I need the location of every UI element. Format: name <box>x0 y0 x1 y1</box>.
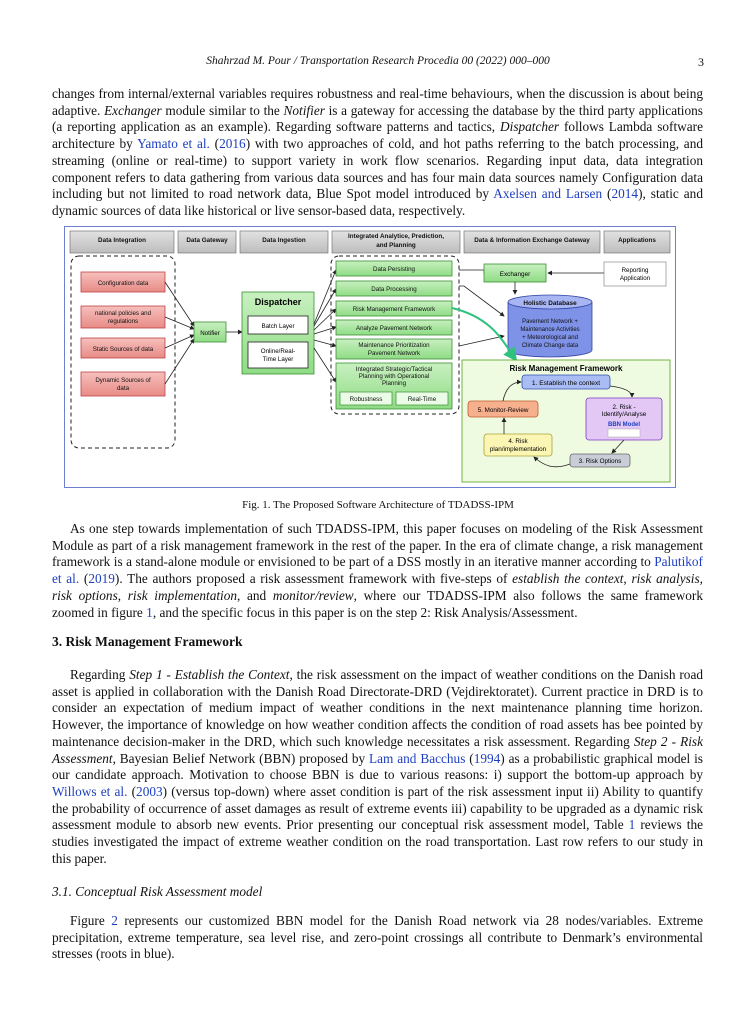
citation-link[interactable]: Axelsen and Larsen <box>493 186 603 202</box>
citation-link[interactable]: Willows et al. <box>52 783 128 799</box>
holistic-database: Holistic Database Pavement Network + Mai… <box>507 294 593 358</box>
svg-text:BBN Model: BBN Model <box>608 422 640 428</box>
svg-text:Risk Management Framework: Risk Management Framework <box>353 306 436 313</box>
svg-text:Static Sources of data: Static Sources of data <box>93 346 154 353</box>
running-header: Shahrzad M. Pour / Transportation Resear… <box>0 55 756 71</box>
column-header: Applications <box>618 237 656 244</box>
architecture-figure: Data Integration Data Gateway Data Inges… <box>64 226 676 488</box>
svg-text:Online/Real-: Online/Real- <box>261 348 295 355</box>
svg-text:Risk Management Framework: Risk Management Framework <box>510 364 623 373</box>
svg-text:Integrated Strategic/Tactical: Integrated Strategic/Tactical <box>356 366 432 373</box>
citation-link[interactable]: 1994 <box>473 750 501 766</box>
table-link[interactable]: 1 <box>628 817 636 833</box>
analytics-maintenance-prioritization <box>335 338 453 360</box>
svg-text:Maintenance Activities: Maintenance Activities <box>520 327 579 333</box>
realtime-box <box>395 391 449 406</box>
page-number: 3 <box>698 55 704 69</box>
figure-caption: Fig. 1. The Proposed Software Architectu… <box>242 499 514 511</box>
svg-text:Real-Time: Real-Time <box>408 396 437 403</box>
citation-link[interactable]: 2019 <box>88 571 115 587</box>
svg-text:Exchanger: Exchanger <box>500 271 531 278</box>
analytics-data-persisting <box>335 260 453 277</box>
column-header: and Planning <box>376 242 416 249</box>
citation-link[interactable]: Yamato et al. <box>137 136 210 152</box>
svg-text:plan/implementation: plan/implementation <box>490 446 547 453</box>
data-source-dynamic <box>80 371 166 397</box>
svg-text:Dispatcher: Dispatcher <box>255 297 302 307</box>
citation-link[interactable]: 2003 <box>136 783 163 799</box>
svg-text:Dynamic Sources of: Dynamic Sources of <box>95 377 151 384</box>
svg-text:Batch Layer: Batch Layer <box>261 323 294 330</box>
svg-text:Application: Application <box>620 275 651 282</box>
svg-text:Climate Change data: Climate Change data <box>522 343 579 349</box>
column-header: Data & Information Exchange Gateway <box>474 237 590 244</box>
svg-text:Notifier: Notifier <box>200 330 220 337</box>
citation-link[interactable]: 2016 <box>219 136 246 152</box>
svg-text:Configuration data: Configuration data <box>98 280 149 287</box>
rmf-step-3 <box>569 453 631 468</box>
analytics-data-processing <box>335 280 453 297</box>
svg-text:4. Risk: 4. Risk <box>508 438 528 445</box>
robustness-box <box>339 391 393 406</box>
data-integration-group <box>70 255 176 449</box>
analytics-analyze-pavement <box>335 319 453 336</box>
column-header: Data Gateway <box>186 237 228 244</box>
svg-text:Planning: Planning <box>382 380 407 387</box>
svg-text:2. Risk -: 2. Risk - <box>612 404 635 411</box>
svg-text:Reporting: Reporting <box>622 267 649 274</box>
svg-text:5. Monitor-Review: 5. Monitor-Review <box>478 407 529 414</box>
svg-text:Maintenance Prioritization: Maintenance Prioritization <box>358 342 430 349</box>
paragraph-step-context: Regarding Step 1 - Establish the Context… <box>52 667 703 866</box>
citation-link[interactable]: Lam and Bacchus <box>369 750 466 766</box>
svg-text:regulations: regulations <box>108 318 138 325</box>
batch-layer-box <box>247 315 309 335</box>
running-title: Shahrzad M. Pour / Transportation Resear… <box>206 55 550 67</box>
subsection-heading: 3.1. Conceptual Risk Assessment model <box>52 884 263 899</box>
svg-text:1. Establish the context: 1. Establish the context <box>532 380 600 387</box>
svg-text:Pavement Network +: Pavement Network + <box>522 319 578 325</box>
column-header: Data Ingestion <box>262 237 306 244</box>
svg-text:Analyze Pavement Network: Analyze Pavement Network <box>356 325 433 332</box>
svg-text:data: data <box>117 385 130 392</box>
svg-text:Holistic Database: Holistic Database <box>523 300 577 307</box>
svg-text:Identify/Analyse: Identify/Analyse <box>602 411 647 418</box>
column-header: Data Integration <box>98 237 146 244</box>
column-header: Integrated Analytice, Prediction, <box>348 233 444 240</box>
rmf-step-4 <box>483 433 553 457</box>
svg-text:Robustness: Robustness <box>350 396 383 403</box>
figure-link[interactable]: 2 <box>111 913 118 928</box>
svg-text:Data Processing: Data Processing <box>371 286 417 293</box>
paragraph-bbn-model: Figure 2 represents our customized BBN m… <box>52 913 703 962</box>
rmf-step-1 <box>521 374 611 390</box>
analytics-group <box>330 255 460 415</box>
online-layer-box <box>247 341 309 369</box>
figure-link[interactable]: 1 <box>146 604 153 620</box>
svg-text:Pavement Network: Pavement Network <box>368 350 421 357</box>
svg-text:Data Persisting: Data Persisting <box>373 266 416 273</box>
citation-link[interactable]: Palutikof et al. <box>52 554 703 587</box>
citation-link[interactable]: 2014 <box>611 186 639 202</box>
svg-text:national policies and: national policies and <box>95 310 152 317</box>
column-headers: Data Integration Data Gateway Data Inges… <box>69 230 671 254</box>
notifier-box <box>193 321 227 343</box>
svg-text:Planning with Operational: Planning with Operational <box>359 373 430 380</box>
svg-text:+ Meteorological and: + Meteorological and <box>522 335 578 341</box>
paragraph-risk-module: As one step towards implementation of su… <box>52 521 704 620</box>
reporting-application-box <box>603 261 667 287</box>
svg-text:3. Risk Options: 3. Risk Options <box>579 458 622 465</box>
svg-text:Time Layer: Time Layer <box>263 356 294 363</box>
paragraph-intro: changes from internal/external variables… <box>52 86 703 218</box>
section-heading: 3. Risk Management Framework <box>52 634 243 649</box>
